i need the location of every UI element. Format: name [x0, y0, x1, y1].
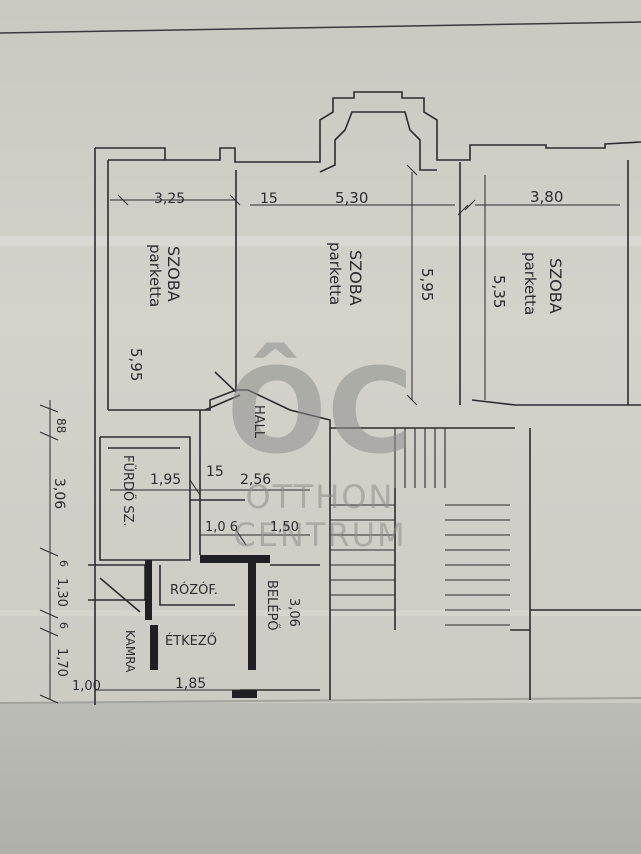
- watermark-line-2: CENTRUM: [233, 516, 406, 554]
- dining-name: ÉTKEZŐ: [165, 633, 217, 649]
- paper-sheet: [0, 0, 641, 705]
- pantry-wc-name: RÓZÓF.: [170, 582, 218, 598]
- dim-left-130: 1,30: [54, 578, 69, 607]
- sheet-border: [0, 21, 641, 34]
- room1-floor: parketta: [146, 244, 164, 307]
- dimension-ticks: [39, 164, 476, 704]
- watermark-logo-mark: ÔC: [227, 342, 414, 480]
- dim-door-150: 1,50: [270, 520, 299, 535]
- storage-width: 1,00: [72, 679, 101, 694]
- room3-depth: 5,35: [490, 275, 508, 308]
- wall-lines: [88, 91, 641, 705]
- dim-left-top: 88: [54, 418, 68, 433]
- solid-walls: [145, 555, 270, 698]
- dim-left-170: 1,70: [54, 648, 69, 677]
- dim-door-106: 1,0 6: [205, 520, 238, 535]
- dining-width: 1,85: [175, 676, 206, 692]
- hall-name: HALL: [251, 405, 266, 439]
- table-surface: [0, 703, 641, 854]
- room3-floor: parketta: [521, 252, 539, 315]
- bathroom-width: 1,95: [150, 472, 181, 488]
- dim-left-6b: 6: [57, 622, 70, 629]
- bathroom-gap: 15: [206, 464, 224, 480]
- bathroom-name: FÜRDŐ SZ.: [120, 455, 137, 527]
- entrance-name: BELÉPŐ: [264, 580, 280, 631]
- paper-fold: [0, 236, 641, 246]
- room2-name: SZOBA: [346, 250, 365, 306]
- room3-name: SZOBA: [546, 258, 565, 314]
- entrance-depth: 3,06: [286, 598, 301, 627]
- room2-depth: 5,95: [418, 268, 436, 301]
- watermark-line-1: OTTHON: [246, 478, 395, 516]
- room1-depth: 5,95: [127, 348, 145, 381]
- room2-floor: parketta: [326, 242, 344, 305]
- room3-width: 3,80: [530, 188, 563, 206]
- dimension-lines: [49, 172, 620, 700]
- room2-gap: 15: [260, 191, 278, 207]
- otthon-centrum-watermark: ÔC OTTHON CENTRUM: [227, 342, 414, 554]
- stair-treads: [330, 428, 510, 626]
- dim-left-3: 3,06: [51, 478, 67, 509]
- room1-width: 3,25: [154, 191, 185, 207]
- hall-width: 2,56: [240, 472, 271, 488]
- dim-left-6a: 6: [57, 560, 70, 567]
- storage-name: KAMRA: [123, 630, 137, 673]
- room1-name: SZOBA: [164, 246, 183, 302]
- paper-fold-lower: [0, 610, 641, 616]
- room2-width: 5,30: [335, 189, 368, 207]
